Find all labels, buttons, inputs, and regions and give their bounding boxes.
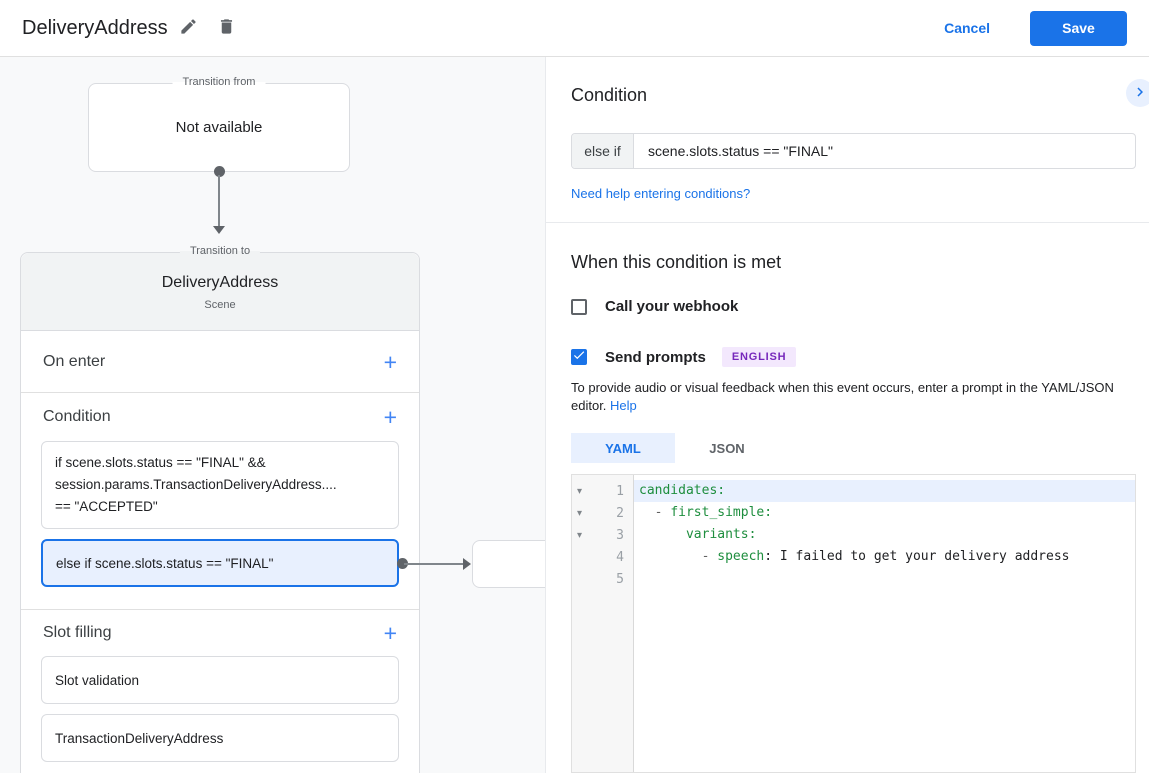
fold-toggle-icon[interactable]: ▾ bbox=[577, 507, 583, 519]
code-line[interactable] bbox=[634, 568, 1135, 590]
condition-editor-panel: Condition else if Need help entering con… bbox=[546, 57, 1149, 773]
send-prompts-label: Send prompts bbox=[605, 348, 706, 366]
slot-filling-section: Slot filling + Slot validation Transacti… bbox=[21, 610, 419, 762]
line-number: 3 bbox=[616, 527, 624, 543]
line-number: 5 bbox=[616, 571, 624, 587]
gutter-row: ▾3 bbox=[572, 524, 633, 546]
trash-icon bbox=[217, 17, 236, 39]
code-segment: - bbox=[639, 505, 671, 520]
on-enter-section: On enter + bbox=[21, 331, 419, 393]
language-badge: ENGLISH bbox=[721, 347, 797, 367]
webhook-label: Call your webhook bbox=[605, 298, 739, 315]
condition-else-text: else if scene.slots.status == "FINAL" bbox=[56, 555, 274, 571]
connector-dot bbox=[397, 558, 408, 569]
code-line[interactable]: - speech: I failed to get your delivery … bbox=[634, 546, 1135, 568]
pencil-icon bbox=[179, 17, 198, 39]
section-divider bbox=[546, 222, 1149, 223]
line-number: 2 bbox=[616, 505, 624, 521]
slot-validation-label: Slot validation bbox=[55, 672, 140, 688]
code-line[interactable]: variants: bbox=[634, 524, 1135, 546]
slot-type-box[interactable]: TransactionDeliveryAddress bbox=[41, 714, 399, 762]
on-enter-label: On enter bbox=[43, 352, 106, 370]
webhook-checkbox[interactable] bbox=[571, 298, 587, 315]
gutter-row: 5 bbox=[572, 568, 633, 590]
condition-line: if scene.slots.status == "FINAL" && bbox=[55, 455, 266, 470]
save-button[interactable]: Save bbox=[1030, 10, 1127, 46]
prompt-description: To provide audio or visual feedback when… bbox=[571, 379, 1146, 415]
scene-card: Transition to DeliveryAddress Scene On e… bbox=[20, 245, 420, 773]
transition-from-value: Not available bbox=[175, 119, 263, 136]
collapse-panel-button[interactable] bbox=[1126, 79, 1149, 107]
code-segment: speech bbox=[717, 549, 765, 564]
code-segment: candidates: bbox=[639, 483, 726, 498]
top-bar: DeliveryAddress Cancel Save bbox=[0, 0, 1149, 57]
fold-toggle-icon[interactable]: ▾ bbox=[577, 529, 583, 541]
transition-from-legend: Transition from bbox=[172, 76, 266, 88]
transition-from-box[interactable]: Transition from Not available bbox=[88, 76, 350, 172]
page-title: DeliveryAddress bbox=[22, 16, 168, 39]
condition-line: session.params.TransactionDeliveryAddres… bbox=[55, 477, 337, 492]
code-line[interactable]: candidates: bbox=[634, 480, 1135, 502]
line-number: 4 bbox=[616, 549, 624, 565]
condition-section: Condition + if scene.slots.status == "FI… bbox=[21, 393, 419, 610]
transition-target-box[interactable] bbox=[472, 540, 545, 588]
connector-dot bbox=[214, 166, 225, 177]
connector-arrowhead-icon bbox=[463, 558, 471, 570]
condition-section-label: Condition bbox=[43, 408, 111, 425]
send-prompts-row: Send prompts ENGLISH bbox=[571, 347, 797, 367]
panel-title: Condition bbox=[571, 85, 648, 105]
when-met-heading: When this condition is met bbox=[571, 252, 782, 272]
slot-validation-box[interactable]: Slot validation bbox=[41, 656, 399, 704]
condition-expression-input[interactable] bbox=[634, 134, 1135, 168]
code-segment bbox=[639, 527, 686, 542]
help-link[interactable]: Help bbox=[610, 398, 637, 413]
scene-name: DeliveryAddress bbox=[161, 274, 279, 291]
add-on-enter-button[interactable]: + bbox=[383, 348, 397, 375]
gutter-row: ▾2 bbox=[572, 502, 633, 524]
editor-code[interactable]: candidates: - first_simple: variants: - … bbox=[634, 475, 1135, 772]
tab-json[interactable]: JSON bbox=[709, 440, 745, 456]
code-segment: variants: bbox=[685, 527, 757, 542]
scene-type: Scene bbox=[204, 299, 236, 311]
webhook-row: Call your webhook bbox=[571, 298, 738, 315]
gutter-row: 4 bbox=[572, 546, 633, 568]
tab-yaml[interactable]: YAML bbox=[571, 433, 675, 463]
condition-input-row: else if bbox=[571, 133, 1136, 169]
scene-diagram-panel: Transition from Not available Transition… bbox=[0, 57, 546, 773]
code-segment: : I failed to get your delivery address bbox=[764, 549, 1070, 564]
checkmark-icon bbox=[572, 348, 586, 367]
add-condition-button[interactable]: + bbox=[383, 404, 397, 430]
delete-scene-button[interactable] bbox=[210, 11, 244, 45]
line-number: 1 bbox=[616, 483, 624, 499]
prompt-description-text: To provide audio or visual feedback when… bbox=[571, 380, 1114, 413]
transition-to-legend: Transition to bbox=[179, 245, 261, 257]
condition-line: == "ACCEPTED" bbox=[55, 499, 158, 514]
connector-line bbox=[404, 563, 464, 565]
slot-filling-label: Slot filling bbox=[43, 624, 112, 641]
condition-prefix: else if bbox=[572, 134, 634, 168]
code-segment: - bbox=[639, 549, 718, 564]
code-line[interactable]: - first_simple: bbox=[634, 502, 1135, 524]
editor-tabs: YAML JSON bbox=[571, 433, 779, 463]
slot-type-label: TransactionDeliveryAddress bbox=[55, 730, 224, 746]
conditions-help-link[interactable]: Need help entering conditions? bbox=[571, 186, 751, 201]
condition-if-box[interactable]: if scene.slots.status == "FINAL" && sess… bbox=[41, 441, 399, 529]
edit-scene-name-button[interactable] bbox=[172, 11, 206, 45]
cancel-button[interactable]: Cancel bbox=[926, 12, 1008, 44]
send-prompts-checkbox[interactable] bbox=[571, 349, 587, 365]
code-segment: first_simple: bbox=[670, 505, 773, 520]
connector-arrowhead-icon bbox=[213, 226, 225, 234]
add-slot-button[interactable]: + bbox=[383, 620, 397, 646]
chevron-right-icon bbox=[1131, 83, 1149, 104]
connector-line bbox=[218, 175, 220, 227]
fold-toggle-icon[interactable]: ▾ bbox=[577, 485, 583, 497]
gutter-row: ▾1 bbox=[572, 480, 633, 502]
scene-card-header: DeliveryAddress Scene bbox=[21, 253, 419, 331]
condition-else-box[interactable]: else if scene.slots.status == "FINAL" bbox=[41, 539, 399, 587]
